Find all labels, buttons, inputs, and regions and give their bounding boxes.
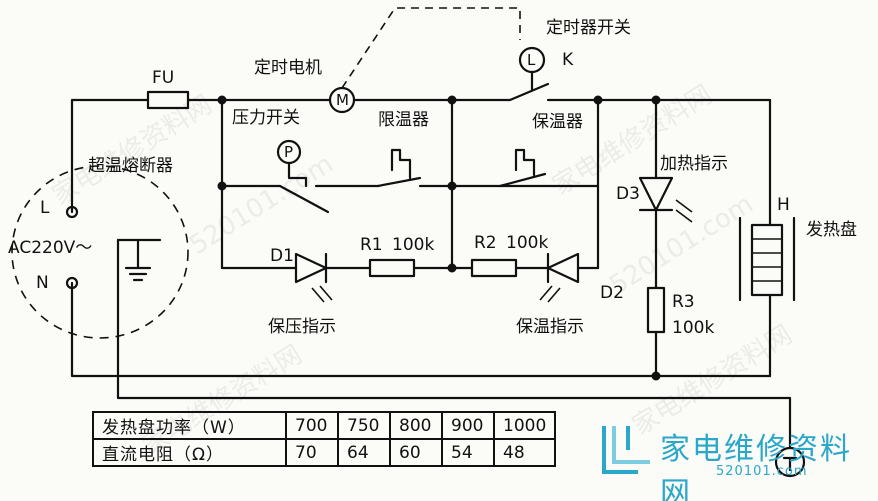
- earth-wire: [116, 238, 792, 450]
- l-terminal: [65, 205, 79, 219]
- label-r1-value: 100k: [392, 235, 435, 255]
- label-n-terminal: N: [36, 273, 49, 293]
- brand-url: 520101.com: [716, 464, 808, 479]
- table-row: 发热盘功率（W） 700 750 800 900 1000: [92, 411, 557, 440]
- table-cell: 64: [337, 438, 391, 467]
- earth-symbol: [774, 446, 806, 478]
- label-ac: AC220V～: [8, 238, 93, 258]
- limiter-contact: [376, 176, 422, 188]
- label-pressure-symbol: P: [284, 143, 294, 161]
- brand-name: 家电维修资料网: [660, 432, 852, 501]
- resistor-r1: [368, 258, 416, 278]
- label-r1: R1: [360, 235, 383, 255]
- n-terminal: [65, 276, 79, 290]
- diode-d2: [546, 252, 580, 284]
- pressure-switch-contact: [278, 184, 330, 214]
- label-r3: R3: [672, 292, 695, 312]
- label-limiter: 限温器: [378, 110, 429, 130]
- label-d3: D3: [616, 184, 640, 204]
- neutral-wire: [70, 281, 772, 378]
- label-r2-value: 100k: [506, 233, 549, 253]
- label-l-terminal: L: [40, 198, 50, 218]
- label-over-temp-fuse: 超温熔断器: [88, 156, 173, 176]
- timer-mechanical-link: [341, 7, 521, 89]
- label-lamp-symbol: L: [527, 51, 536, 69]
- resistor-r2: [470, 258, 518, 278]
- table-cell: 60: [389, 438, 443, 467]
- keep-warm-contact: [498, 172, 547, 188]
- label-r2: R2: [474, 233, 497, 253]
- label-keep-warm: 保温器: [532, 112, 583, 132]
- label-fu: FU: [152, 68, 175, 88]
- label-d1: D1: [270, 246, 294, 266]
- live-wire: [70, 98, 150, 214]
- diode-d1: [294, 252, 328, 284]
- table-cell: 800: [389, 411, 443, 440]
- table-cell: 48: [492, 438, 557, 467]
- table-cell: 70: [285, 438, 339, 467]
- label-heating-plate: 发热盘: [806, 220, 857, 240]
- timer-switch-contact: [508, 82, 550, 102]
- heating-plate: [750, 223, 784, 297]
- brand-watermark: 家电维修资料网 520101.com: [598, 420, 874, 501]
- resistor-r3: [646, 286, 666, 334]
- table-row: 直流电阻（Ω） 70 64 60 54 48: [92, 438, 557, 467]
- fuse-fu: [146, 90, 190, 110]
- table-header-power: 发热盘功率（W）: [92, 411, 287, 440]
- table-cell: 900: [441, 411, 495, 440]
- table-header-resistance: 直流电阻（Ω）: [92, 438, 287, 467]
- label-pressure-indicator: 保压指示: [268, 317, 336, 337]
- table-cell: 750: [337, 411, 391, 440]
- label-h: H: [777, 195, 790, 215]
- label-r3-value: 100k: [672, 318, 715, 338]
- label-k: K: [562, 50, 574, 70]
- plug-outline: [11, 165, 189, 339]
- brand-logo-icon: [602, 426, 650, 474]
- label-timer-switch: 定时器开关: [546, 18, 631, 38]
- label-motor-symbol: M: [336, 91, 349, 109]
- label-warm-indicator: 保温指示: [516, 317, 584, 337]
- diode-d3: [638, 176, 674, 212]
- label-heating-indicator: 加热指示: [660, 154, 728, 174]
- table-cell: 54: [441, 438, 495, 467]
- label-pressure-switch: 压力开关: [232, 108, 300, 128]
- table-cell: 700: [285, 411, 339, 440]
- spec-table: 发热盘功率（W） 700 750 800 900 1000 直流电阻（Ω） 70…: [92, 411, 557, 467]
- label-timer-motor: 定时电机: [254, 58, 322, 78]
- table-cell: 1000: [492, 411, 557, 440]
- label-d2: D2: [600, 283, 624, 303]
